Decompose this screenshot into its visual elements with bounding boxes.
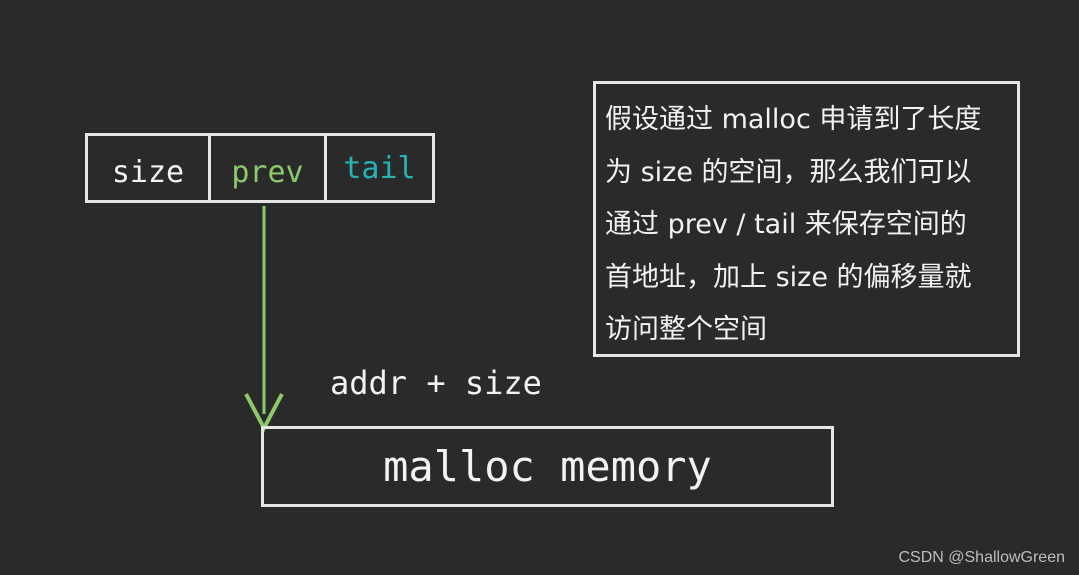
- field-prev: prev: [208, 136, 324, 200]
- note-line: 为 size 的空间，那么我们可以: [605, 156, 972, 188]
- note-line: 通过 prev / tail 来保存空间的: [605, 209, 967, 240]
- watermark: CSDN @ShallowGreen: [898, 549, 1065, 566]
- note-box: 假设通过 malloc 申请到了长度 为 size 的空间，那么我们可以 通过 …: [593, 81, 1020, 357]
- arrow-head: [244, 393, 284, 433]
- note-line: 首地址，加上 size 的偏移量就: [605, 261, 972, 293]
- memory-block: malloc memory: [261, 426, 834, 507]
- field-size: size: [111, 154, 185, 190]
- field-tail: tail: [324, 136, 432, 200]
- note-line: 访问整个空间: [605, 314, 767, 345]
- note-line: 假设通过 malloc 申请到了长度: [605, 104, 982, 135]
- pointer-label: addr + size: [330, 364, 542, 402]
- struct-box: size prev tail: [85, 133, 435, 203]
